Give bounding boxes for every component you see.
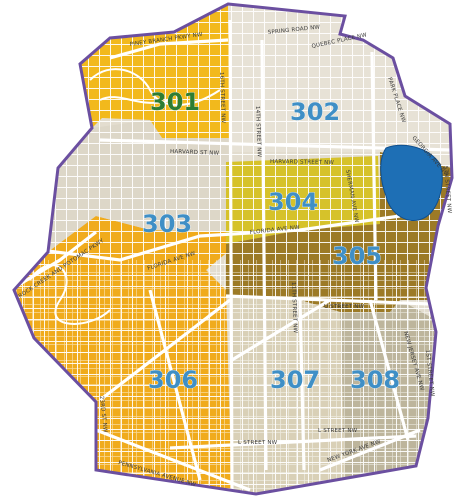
street-sixteenth <box>228 19 234 494</box>
label-u-street: U STREET NW <box>324 304 365 310</box>
zone-label-301: 301 <box>150 88 200 116</box>
label-harvard-e: HARVARD STREET NW <box>270 159 335 166</box>
street-diagonal-3 <box>231 298 331 362</box>
label-l-street-w: L STREET NW <box>238 440 278 446</box>
zone-label-307: 307 <box>270 366 320 394</box>
curvy-road-3 <box>29 264 111 325</box>
street-piney-branch <box>109 38 229 60</box>
curvy-road-2 <box>99 96 171 104</box>
zone-label-308: 308 <box>350 366 400 394</box>
label-l-street-e: L STREET NW <box>318 428 358 434</box>
label-twentythird: 23RD ST NW <box>98 396 108 434</box>
label-fourteenth: 14TH STREET NW <box>254 106 262 158</box>
label-first: 1ST STREET NW <box>424 350 435 398</box>
label-florida-e: FLORIDA AVE NW <box>250 225 301 236</box>
zone-label-305: 305 <box>332 242 382 270</box>
street-l <box>169 434 417 450</box>
street-new-york <box>319 428 421 472</box>
label-sixteenth: 16TH STREET NW <box>218 72 226 124</box>
street-new-jersey <box>368 299 410 441</box>
curvy-road-1 <box>89 68 221 106</box>
label-eleventh: 11TH STREET NW <box>290 282 298 334</box>
street-pennsylvania <box>95 428 251 492</box>
zone-label-306: 306 <box>148 366 198 394</box>
reservoir <box>380 144 443 221</box>
zone-labels: 301 302 303 304 305 306 307 308 <box>142 88 401 395</box>
zone-label-303: 303 <box>142 210 192 238</box>
label-harvard-w: HARVARD ST NW <box>170 149 220 157</box>
street-rock-creek <box>14 230 97 292</box>
street-fourteenth <box>260 39 268 471</box>
curvy-roads <box>29 68 221 325</box>
label-spring-road: SPRING ROAD NW <box>268 24 321 35</box>
zone-label-304: 304 <box>268 188 318 216</box>
street-florida <box>39 214 401 262</box>
label-fifth: 5TH STREET NW <box>442 166 452 214</box>
street-diagonal-2 <box>148 289 202 481</box>
zone-label-302: 302 <box>290 98 340 126</box>
ward-boundary <box>12 2 454 496</box>
street-georgia <box>370 51 378 301</box>
